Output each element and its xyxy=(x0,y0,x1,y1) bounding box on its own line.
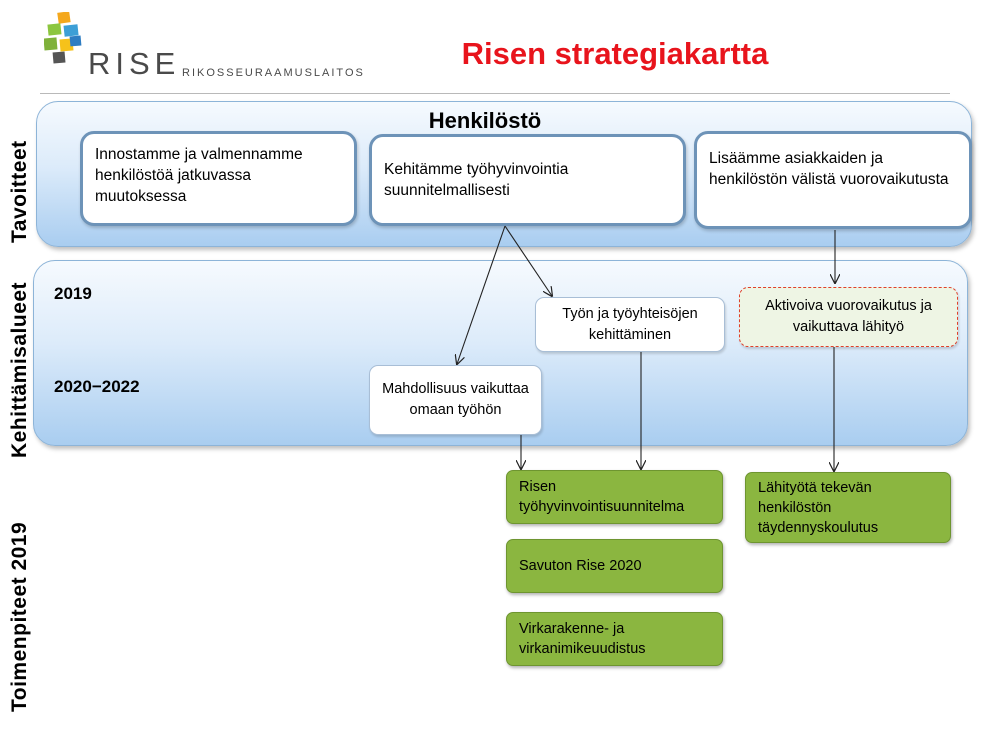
goal-box-1: Innostamme ja valmennamme henkilöstöä ja… xyxy=(80,131,357,226)
arrow-goal2-to-work-community xyxy=(504,225,552,296)
action-box-wellbeing-plan: Risen työhyvinvointisuunnitelma xyxy=(506,470,723,524)
logo-subtitle: RIKOSSEURAAMUSLAITOS xyxy=(182,67,365,79)
logo-name: RISE xyxy=(88,46,181,81)
year-2019-label: 2019 xyxy=(54,284,92,303)
rise-logo: RISE RIKOSSEURAAMUSLAITOS xyxy=(44,12,374,84)
action-box-smoke-free: Savuton Rise 2020 xyxy=(506,539,723,593)
goal-box-2: Kehitämme työhyvinvointia suunnitelmalli… xyxy=(369,134,686,226)
year-2020-2022-label: 2020−2022 xyxy=(54,377,140,396)
page-title: Risen strategiakartta xyxy=(461,36,769,71)
rise-logo-mark-icon xyxy=(44,12,82,64)
development-box-work-community: Työn ja työyhteisöjen kehittäminen xyxy=(535,297,725,352)
action-box-training: Lähityötä tekevän henkilöstön täydennysk… xyxy=(745,472,951,543)
goals-section-title: Henkilöstö xyxy=(428,108,542,133)
action-box-job-reform: Virkarakenne- ja virkanimikeuudistus xyxy=(506,612,723,666)
arrow-goal2-to-influence xyxy=(457,225,506,364)
development-box-influence-own-work: Mahdollisuus vaikuttaa omaan työhön xyxy=(369,365,542,435)
header-divider xyxy=(40,93,950,94)
development-box-interaction: Aktivoiva vuorovaikutus ja vaikuttava lä… xyxy=(739,287,958,347)
goal-box-3: Lisäämme asiakkaiden ja henkilöstön väli… xyxy=(694,131,972,229)
